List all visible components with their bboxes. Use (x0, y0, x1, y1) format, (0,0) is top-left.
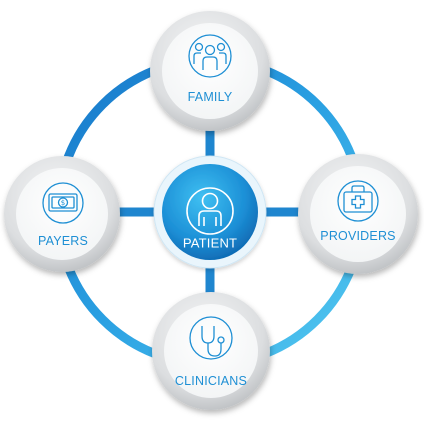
node-label-clinicians: CLINICIANS (174, 373, 248, 388)
node-providers (298, 154, 418, 274)
family-group-icon (188, 34, 232, 78)
center-node-patient (153, 155, 267, 269)
stethoscope-icon (189, 316, 233, 360)
svg-text:$: $ (61, 199, 65, 207)
node-label-family: FAMILY (187, 89, 233, 104)
medical-kit-icon (337, 180, 379, 222)
person-icon (186, 187, 234, 235)
node-label-providers: PROVIDERS (320, 228, 396, 243)
node-clinicians (152, 292, 270, 410)
node-payers (4, 156, 120, 272)
center-label-patient: PATIENT (182, 235, 238, 251)
node-family (150, 11, 270, 131)
dollar-bill-icon: $ (42, 182, 84, 224)
node-label-payers: PAYERS (37, 233, 89, 248)
